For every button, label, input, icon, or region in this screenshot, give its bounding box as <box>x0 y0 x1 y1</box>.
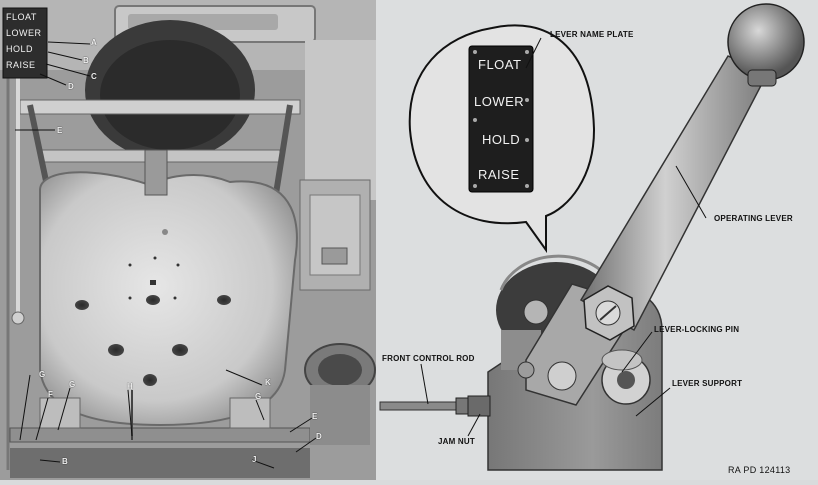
callout-jam-nut: JAM NUT <box>438 437 475 446</box>
label-h: H <box>127 382 133 391</box>
label-c: C <box>91 72 97 81</box>
label-d-lower: D <box>316 432 322 441</box>
callout-lever-locking-pin: LEVER-LOCKING PIN <box>654 325 740 334</box>
plate-word-lower: LOWER <box>474 94 525 109</box>
label-g-right: G <box>255 392 262 401</box>
plate-word-raise: RAISE <box>478 167 520 182</box>
driver-compartment-photo: FLOAT LOWER HOLD RAISE A B C D E G F G H… <box>0 0 376 480</box>
label-j: J <box>252 455 257 464</box>
left-plate-hold: HOLD <box>6 44 34 54</box>
left-plate-lower: LOWER <box>6 28 42 38</box>
label-g-left: G <box>39 370 46 379</box>
label-a: A <box>91 38 97 47</box>
left-plate-float: FLOAT <box>6 12 37 22</box>
driver-compartment-illustration <box>0 0 376 480</box>
plate-word-float: FLOAT <box>478 57 522 72</box>
label-b: B <box>83 56 89 65</box>
left-plate-raise: RAISE <box>6 60 36 70</box>
label-k: K <box>265 378 271 387</box>
label-e-lower: E <box>312 412 318 421</box>
label-g-mid: G <box>69 380 76 389</box>
plate-word-hold: HOLD <box>482 132 521 147</box>
label-b-lower: B <box>62 457 68 466</box>
callout-lever-support: LEVER SUPPORT <box>672 379 743 388</box>
figure-number: RA PD 124113 <box>728 465 791 475</box>
callout-lever-name-plate: LEVER NAME PLATE <box>550 30 634 39</box>
label-e: E <box>57 126 63 135</box>
label-f: F <box>48 390 53 399</box>
control-lever-drawing: FLOAT LOWER HOLD RAISE LEVER NAME PLATE … <box>376 0 818 480</box>
callout-front-control-rod: FRONT CONTROL ROD <box>382 354 475 363</box>
control-lever-illustration <box>379 3 805 471</box>
callout-operating-lever: OPERATING LEVER <box>714 214 793 223</box>
label-d: D <box>68 82 74 91</box>
